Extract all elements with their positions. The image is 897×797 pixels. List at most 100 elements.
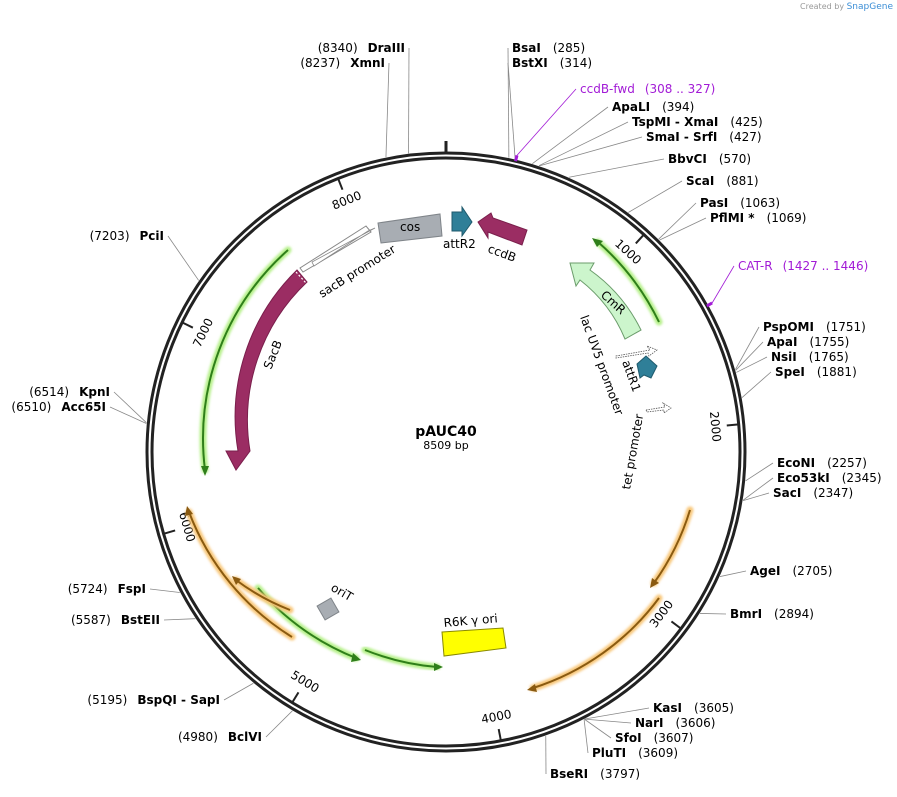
site-name: PciI [140,229,165,243]
restriction-site-18[interactable]: AgeI(2705) [750,564,832,578]
cmr-feature[interactable] [569,262,642,340]
restriction-site-25[interactable]: BclVI(4980) [178,730,262,744]
restriction-site-13[interactable]: NsiI(1765) [771,350,849,364]
site-leader-13 [736,356,768,373]
green-arc-bottom-2 [361,646,443,671]
site-location: (1755) [809,335,849,349]
site-name: ScaI [686,174,714,188]
site-name: Eco53kI [777,471,830,485]
restriction-site-0[interactable]: DraIII(8340) [318,41,405,55]
site-location: (5724) [68,582,108,596]
plasmid-size: 8509 bp [423,439,468,452]
site-name: BclVI [228,730,262,744]
tick-label-8000: 8000 [330,188,364,212]
restriction-site-10[interactable]: PflMI *(1069) [710,211,806,225]
site-name: BspQI - SapI [137,693,220,707]
restriction-site-11[interactable]: PspOMI(1751) [763,320,866,334]
site-location: (1881) [817,365,857,379]
site-leader-16 [742,477,774,501]
orange-arc-bottom [527,594,663,692]
cos-feature[interactable] [377,213,443,244]
site-name: BstEII [121,613,160,627]
tet-promoter-marker [645,401,672,414]
restriction-site-5[interactable]: TspMI - XmaI(425) [632,115,763,129]
restriction-site-31[interactable]: PciI(7203) [90,229,164,243]
restriction-site-1[interactable]: XmnI(8237) [300,56,385,70]
ccdb-feature[interactable] [477,212,528,246]
attr2-feature[interactable] [451,205,473,238]
site-leader-12 [735,341,764,371]
restriction-site-27[interactable]: BstEII(5587) [71,613,160,627]
sacb-feature[interactable] [225,269,308,471]
tick-mark-2000 [726,423,739,427]
attr1-feature[interactable] [636,355,658,379]
site-leader-4 [532,106,609,164]
site-leader-5 [538,121,629,167]
tet-promoter-label: tet promoter [619,413,646,491]
site-location: (314) [560,56,592,70]
restriction-site-7[interactable]: BbvCI(570) [668,152,751,166]
restriction-site-30[interactable]: KpnI(6514) [29,385,110,399]
site-leader-19 [700,613,727,615]
restriction-site-8[interactable]: ScaI (881) [686,174,759,188]
primer-location: (308 .. 327) [645,82,715,96]
site-location: (425) [730,115,762,129]
restriction-site-2[interactable]: BsaI(285) [512,41,585,55]
restriction-site-3[interactable]: BstXI(314) [512,56,592,70]
site-location: (881) [726,174,758,188]
restriction-site-19[interactable]: BmrI(2894) [730,607,814,621]
restriction-site-29[interactable]: Acc65I(6510) [11,400,106,414]
tick-mark-4000 [497,728,502,742]
site-leader-18 [719,570,747,577]
site-name: EcoNI [777,456,815,470]
restriction-site-4[interactable]: ApaLI(394) [612,100,694,114]
restriction-site-15[interactable]: EcoNI(2257) [777,456,867,470]
restriction-site-9[interactable]: PasI(1063) [700,196,780,210]
restriction-site-28[interactable]: FspI (5724) [68,582,146,596]
site-location: (1069) [767,211,807,225]
site-name: XmnI [350,56,385,70]
restriction-site-24[interactable]: BseRI(3797) [550,767,640,781]
orit-feature[interactable] [316,597,340,621]
restriction-site-21[interactable]: NarI (3606) [635,716,715,730]
site-location: (3606) [676,716,716,730]
restriction-sites: DraIII(8340)XmnI(8237) BsaI(285)BstXI(314… [11,41,881,781]
restriction-site-16[interactable]: Eco53kI(2345) [777,471,882,485]
restriction-site-6[interactable]: SmaI - SrfI(427) [646,130,762,144]
site-name: KasI [653,701,682,715]
site-name: PluTI [592,746,626,760]
restriction-site-12[interactable]: ApaI(1755) [767,335,849,349]
primer-location: (1427 .. 1446) [783,259,869,273]
tick-label-3000: 3000 [647,597,677,630]
site-name: NarI [635,716,664,730]
primers: ccdB-fwd(308 .. 327) CAT-R(1427 .. 1446) [514,82,868,308]
site-location: (1765) [809,350,849,364]
restriction-site-26[interactable]: BspQI - SapI(5195) [87,693,220,707]
tick-mark-3000 [670,620,682,630]
primer-1[interactable]: CAT-R(1427 .. 1446) [738,259,868,273]
site-leader-17 [742,492,770,502]
ccdb-label: ccdB [486,242,518,265]
site-leader-25 [265,710,293,738]
site-leader-21 [584,718,632,724]
site-name: BsaI [512,41,541,55]
primer-mark-0 [514,155,519,162]
restriction-site-14[interactable]: SpeI(1881) [775,365,857,379]
primer-0[interactable]: ccdB-fwd(308 .. 327) [580,82,715,96]
site-name: FspI [118,582,146,596]
restriction-site-20[interactable]: KasI (3605) [653,701,734,715]
r6k-ori-feature[interactable] [441,627,507,657]
site-leader-26 [223,682,254,701]
site-location: (3605) [694,701,734,715]
site-leader-9 [658,202,697,240]
site-name: BseRI [550,767,588,781]
restriction-site-22[interactable]: SfoI(3607) [615,731,693,745]
snapgene-credit: Created by SnapGene [800,2,893,12]
site-location: (6514) [29,385,69,399]
orange-arc-left-outer [185,506,296,641]
backbone-inner [150,156,742,748]
restriction-site-23[interactable]: PluTI(3609) [592,746,678,760]
restriction-site-17[interactable]: SacI(2347) [773,486,853,500]
site-name: SfoI [615,731,642,745]
